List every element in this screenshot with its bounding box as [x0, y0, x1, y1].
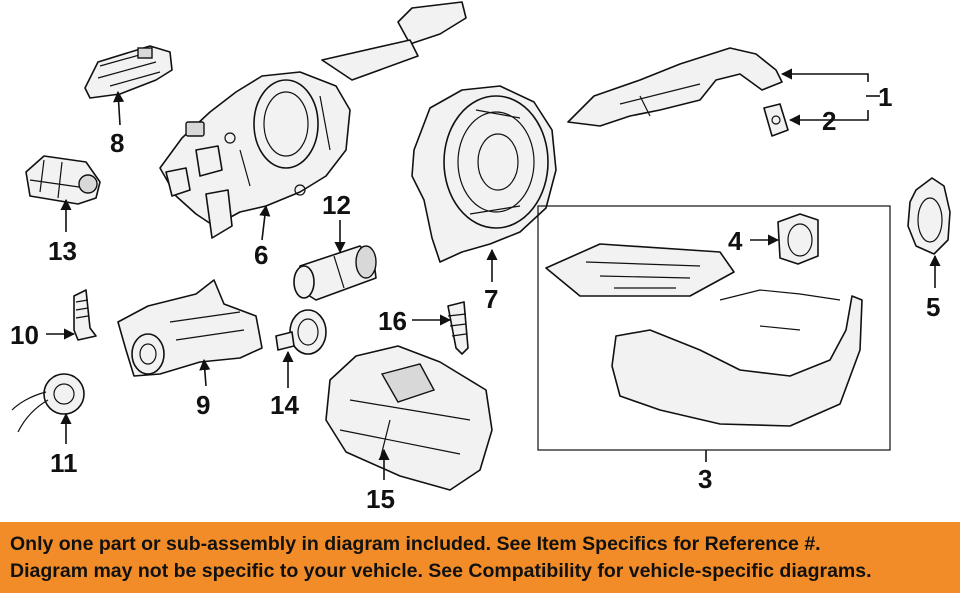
part-8-switch: [84, 45, 173, 99]
part-10-bolt: [73, 289, 97, 341]
part-15-control-module: [325, 345, 493, 491]
disclaimer-banner: Only one part or sub-assembly in diagram…: [0, 522, 960, 593]
part-6-combination-switch: [159, 1, 467, 239]
part-3-lower-cover-assembly: [537, 205, 891, 451]
callout-10: 10: [10, 320, 39, 350]
parts-diagram: 8 13 6 12 7 1 2 4 5 10 16 9 14 11 15 3: [10, 1, 951, 514]
callout-6: 6: [254, 240, 268, 270]
callout-4: 4: [728, 226, 743, 256]
part-5-ring-bracket: [907, 177, 951, 255]
part-9-ignition-housing: [117, 279, 263, 377]
callout-14: 14: [270, 390, 299, 420]
callout-15: 15: [366, 484, 395, 514]
callout-12: 12: [322, 190, 351, 220]
part-4-trim-ring: [777, 213, 819, 265]
part-14-ring: [275, 309, 327, 355]
callout-11: 11: [50, 448, 78, 478]
part-16-screw: [447, 301, 469, 355]
callout-5: 5: [926, 292, 940, 322]
leader-lines: [46, 68, 941, 480]
callout-8: 8: [110, 128, 124, 158]
callout-7: 7: [484, 284, 498, 314]
part-11-sensor: [11, 373, 85, 433]
callout-1: 1: [878, 82, 892, 112]
callout-3: 3: [698, 464, 712, 494]
callout-13: 13: [48, 236, 77, 266]
part-7-clock-spring: [411, 85, 557, 263]
callout-16: 16: [378, 306, 407, 336]
disclaimer-line-1: Only one part or sub-assembly in diagram…: [10, 533, 821, 555]
callout-2: 2: [822, 106, 836, 136]
part-2-clip: [763, 103, 789, 137]
part-13-module: [25, 155, 101, 205]
disclaimer-line-2: Diagram may not be specific to your vehi…: [10, 560, 872, 582]
callout-9: 9: [196, 390, 210, 420]
part-1-upper-cover: [567, 47, 783, 127]
part-12-lock-cylinder: [293, 245, 377, 301]
callout-numbers: 8 13 6 12 7 1 2 4 5 10 16 9 14 11 15 3: [10, 82, 940, 514]
